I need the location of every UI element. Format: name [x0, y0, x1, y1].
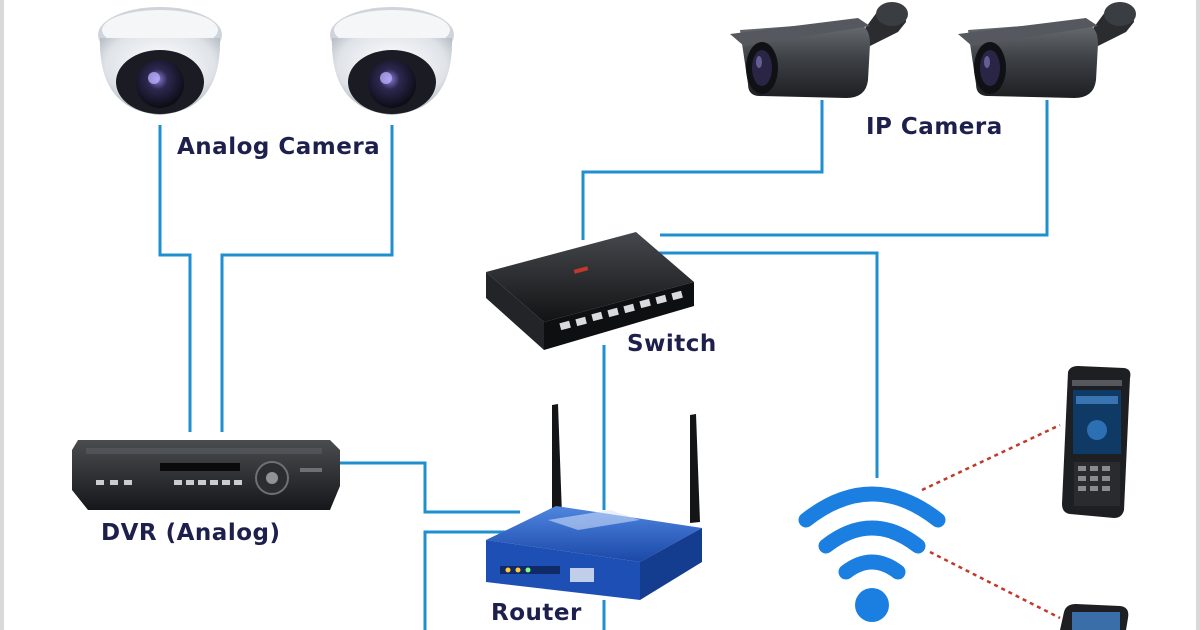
wire-ip-camera-1-switch [581, 100, 824, 240]
wireless-link-phone-2 [929, 550, 1061, 620]
wire-switch-wifi [655, 251, 879, 478]
wifi-signal [798, 486, 946, 622]
network-switch [486, 232, 694, 350]
ip-camera-label: IP Camera [866, 114, 1003, 140]
ip-camera-1 [730, 2, 908, 98]
analog-camera-label: Analog Camera [177, 134, 381, 160]
analog-camera-1 [98, 7, 222, 115]
smartphone-1 [1062, 366, 1131, 518]
frame-border-right [1196, 0, 1200, 630]
wireless-router [486, 404, 702, 600]
wire-router-drop [423, 530, 520, 630]
switch-label: Switch [627, 331, 717, 357]
wireless-link-phone-1 [921, 423, 1061, 492]
frame-border-left [0, 0, 4, 630]
smartphone-2 [1060, 604, 1129, 630]
wireless-links [921, 423, 1061, 620]
wire-analog-camera-2-dvr [220, 125, 394, 432]
analog-camera-2 [330, 7, 454, 115]
dvr-label: DVR (Analog) [101, 520, 281, 546]
wire-analog-camera-1-dvr [158, 125, 192, 432]
wire-ip-camera-2-switch [660, 100, 1049, 237]
wires [158, 100, 1049, 630]
router-label: Router [491, 600, 582, 626]
dvr-recorder [72, 440, 340, 510]
wire-dvr-router [340, 461, 520, 514]
ip-camera-2 [958, 2, 1136, 98]
